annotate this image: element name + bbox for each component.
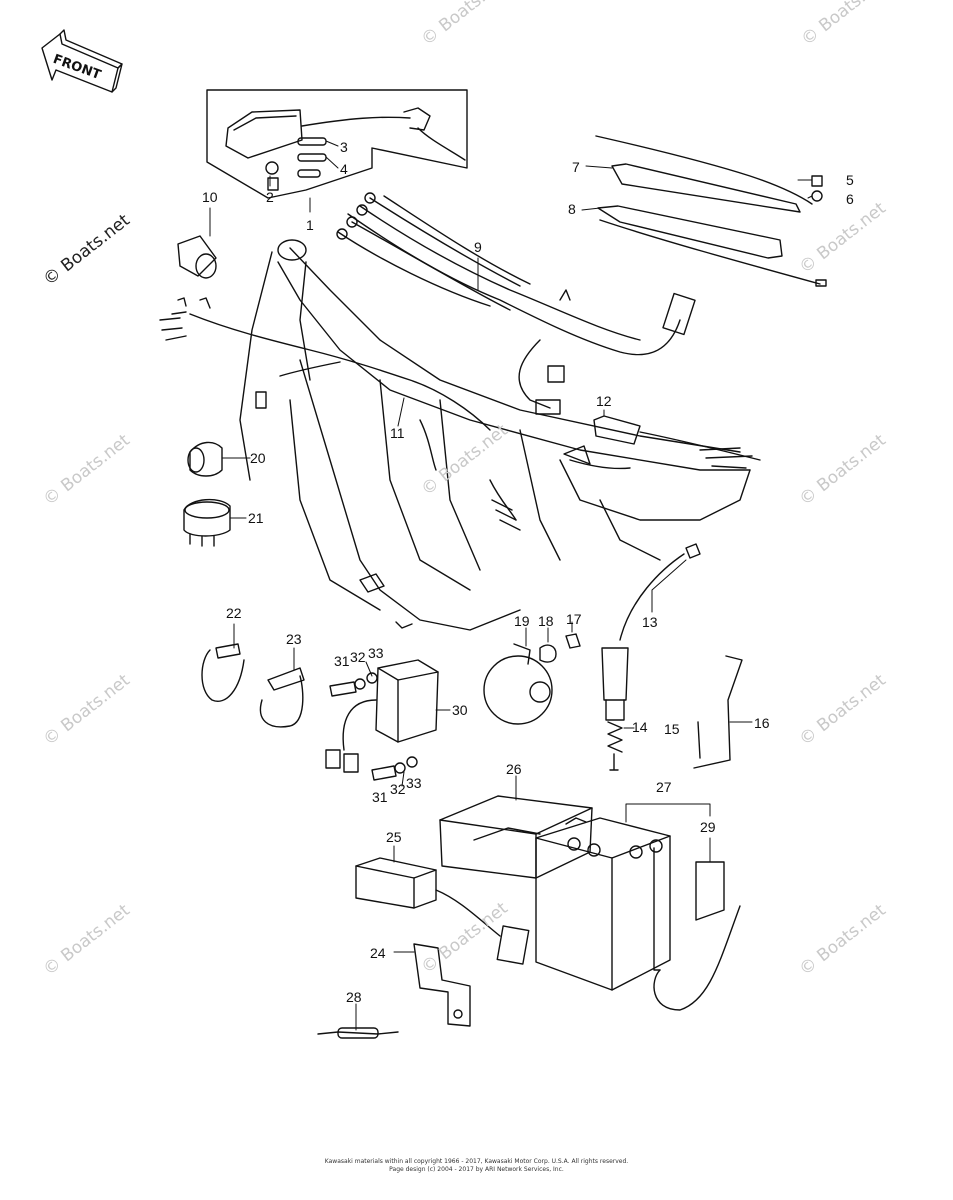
callout-12: 12: [596, 393, 612, 409]
callout-33: 33: [406, 775, 422, 791]
callout-4: 4: [340, 161, 348, 177]
vent-tube-part: [653, 861, 741, 1011]
fuse-part: [317, 1027, 399, 1039]
callout-15: 15: [664, 721, 680, 737]
callout-28: 28: [346, 989, 362, 1005]
igniter-unit-part: [325, 659, 439, 781]
battery-case-part: [439, 795, 593, 879]
battery-part: [535, 817, 671, 991]
callout-31: 31: [372, 789, 388, 805]
callout-33: 33: [368, 645, 384, 661]
callout-11: 11: [390, 425, 405, 441]
callout-7: 7: [572, 159, 580, 175]
frame-part: [239, 239, 751, 631]
callout-27: 27: [656, 779, 672, 795]
callout-24: 24: [370, 945, 386, 961]
callout-2: 2: [266, 189, 274, 205]
relay-20-part: [187, 441, 223, 477]
regulator-box: [206, 89, 468, 199]
callout-29: 29: [700, 819, 716, 835]
callout-19: 19: [514, 613, 530, 629]
relay-21-part: [183, 499, 231, 547]
callout-13: 13: [642, 614, 658, 630]
callout-20: 20: [250, 450, 266, 466]
callout-17: 17: [566, 611, 582, 627]
callout-10: 10: [202, 189, 218, 205]
bracket-part: [413, 943, 471, 1027]
callout-6: 6: [846, 191, 854, 207]
callout-32: 32: [350, 649, 366, 665]
brake-switch-part: [601, 543, 701, 771]
callout-23: 23: [286, 631, 302, 647]
tail-harness-part: [563, 415, 761, 470]
callout-18: 18: [538, 613, 554, 629]
callout-5: 5: [846, 172, 854, 188]
callout-8: 8: [568, 201, 576, 217]
callout-21: 21: [248, 510, 264, 526]
callout-30: 30: [452, 702, 468, 718]
spring-pin-part: [697, 721, 701, 759]
fuse-cap-part: [177, 235, 217, 279]
horn-part: [483, 633, 581, 725]
callout-25: 25: [386, 829, 402, 845]
callout-14: 14: [632, 719, 648, 735]
clamp-22-part: [201, 643, 245, 702]
copyright-line-1: Kawasaki materials within all copyright …: [324, 1158, 629, 1165]
callout-26: 26: [506, 761, 522, 777]
callout-16: 16: [754, 715, 770, 731]
battery-cables: [595, 135, 827, 287]
wiring-harness-part: [336, 192, 696, 415]
callout-22: 22: [226, 605, 242, 621]
clamp-23-part: [259, 667, 305, 728]
leader-lines: [209, 140, 813, 1031]
callout-1: 1: [306, 217, 314, 233]
callout-32: 32: [390, 781, 406, 797]
copyright-line-2: Page design (c) 2004 - 2017 by ARI Netwo…: [389, 1166, 564, 1173]
rod-part: [693, 655, 743, 769]
sub-harness-part: [159, 297, 521, 531]
front-arrow-icon: [41, 29, 123, 93]
callout-9: 9: [474, 239, 482, 255]
fuse-box-part: [355, 857, 530, 965]
callout-3: 3: [340, 139, 348, 155]
callout-31: 31: [334, 653, 350, 669]
